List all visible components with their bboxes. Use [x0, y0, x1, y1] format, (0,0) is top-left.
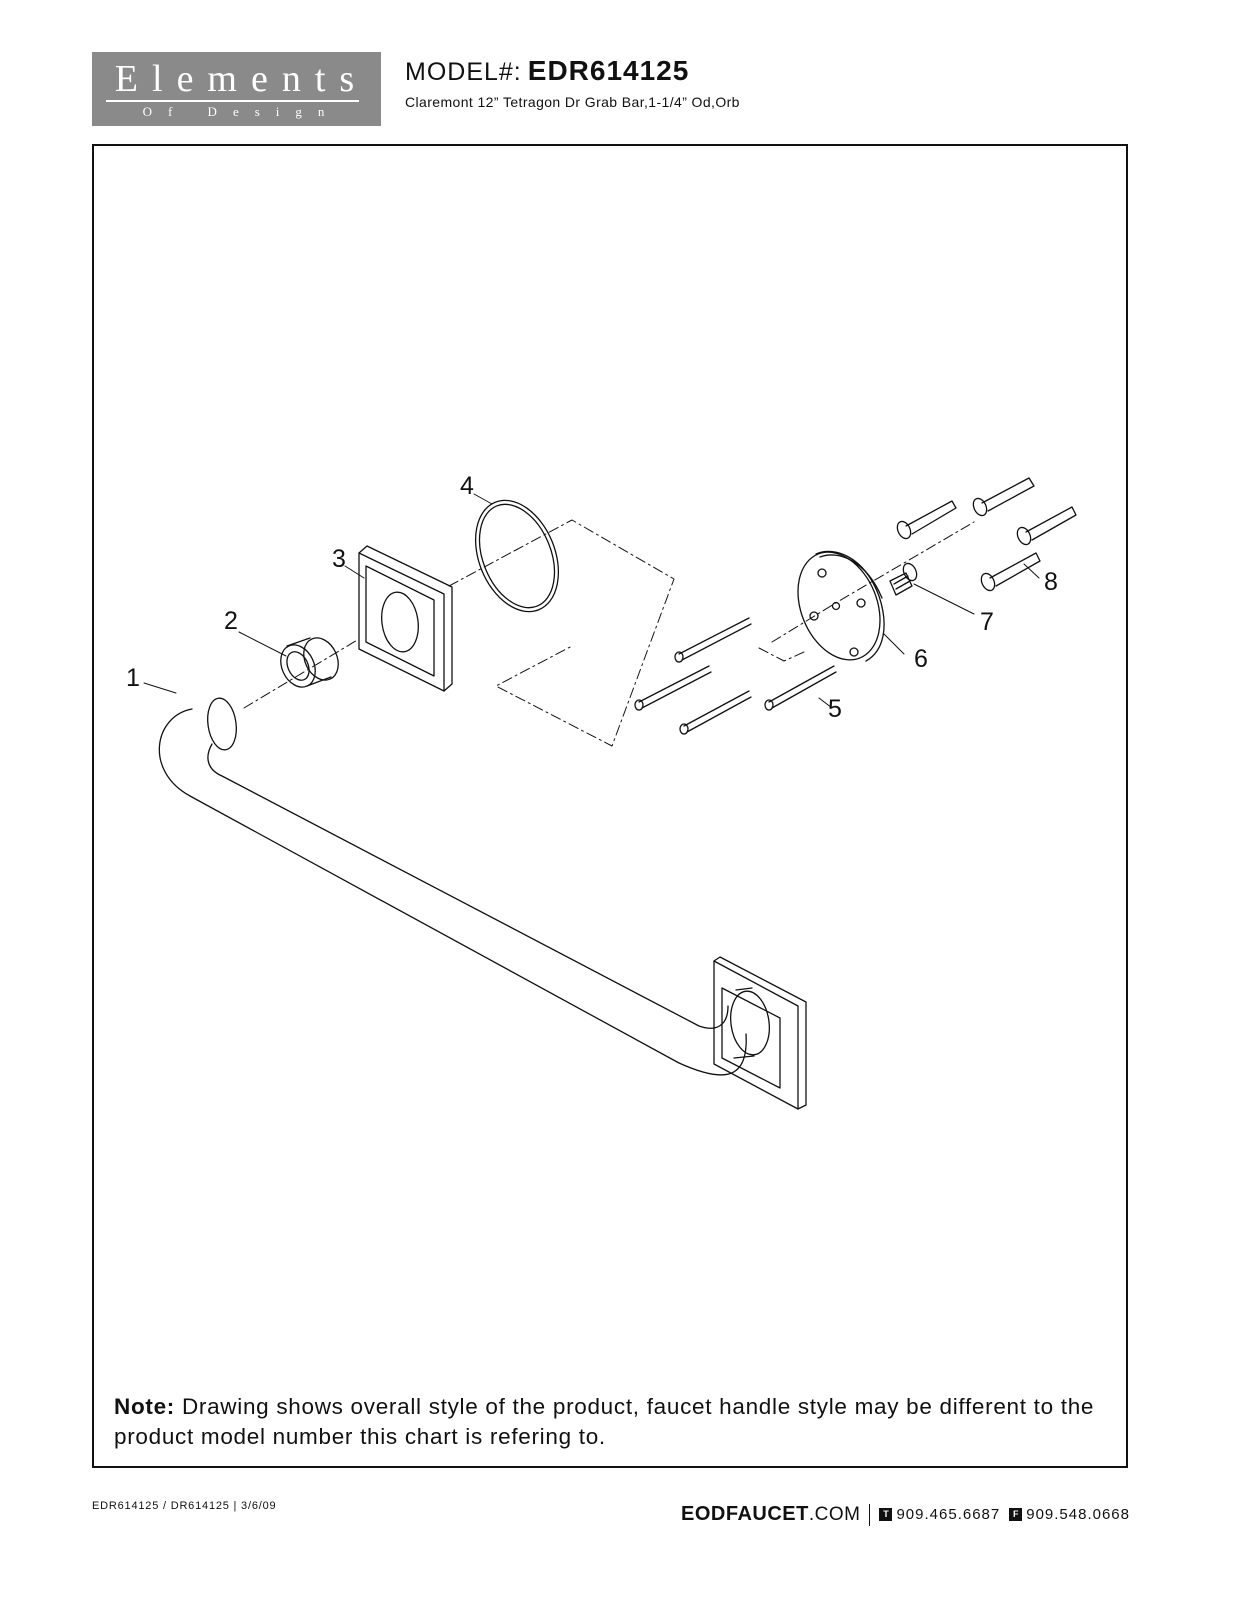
- callout-4: 4: [460, 472, 474, 500]
- brand-name: Elements: [114, 58, 369, 100]
- website-name: EODFAUCET: [681, 1503, 809, 1525]
- fax-icon: F: [1009, 1508, 1023, 1521]
- product-description: Claremont 12” Tetragon Dr Grab Bar,1-1/4…: [405, 94, 740, 110]
- note-label: Note:: [114, 1394, 175, 1419]
- fax-number: 909.548.0668: [1026, 1506, 1130, 1523]
- contact-footer: EODFAUCET.COM T 909.465.6687 F 909.548.0…: [681, 1503, 1130, 1526]
- phone-number: 909.465.6687: [896, 1506, 1001, 1523]
- right-flange-assembled: [713, 956, 807, 1110]
- footer-separator: [869, 1503, 871, 1526]
- exploded-parts-diagram: 1 2 3 4 5 6 7 8: [126, 472, 1077, 1110]
- logo-divider: [106, 100, 359, 102]
- part-4-o-ring: [474, 499, 560, 613]
- callout-7: 7: [980, 608, 994, 636]
- model-heading: MODEL#:EDR614125: [405, 54, 689, 89]
- part-8-wall-anchors: [896, 477, 1077, 592]
- brand-logo: Elements Of Design: [92, 52, 381, 126]
- assembly-centerlines: [243, 519, 975, 747]
- document-reference: EDR614125 / DR614125 | 3/6/09: [92, 1500, 277, 1512]
- diagram-frame: 1 2 3 4 5 6 7 8 Note: Drawing shows over…: [92, 144, 1128, 1468]
- part-6-mounting-plate: [797, 550, 885, 662]
- website-domain: .COM: [808, 1503, 861, 1525]
- part-5-screws: [634, 617, 837, 735]
- model-label: MODEL#:: [405, 58, 522, 86]
- part-7-set-screw: [889, 562, 918, 596]
- callout-2: 2: [224, 607, 238, 635]
- phone-icon: T: [879, 1508, 893, 1521]
- part-1-grab-bar: [158, 697, 755, 1076]
- part-3-square-flange: [358, 545, 453, 692]
- callout-labels: 1 2 3 4 5 6 7 8: [126, 472, 1058, 723]
- callout-leaders: [143, 493, 1040, 709]
- callout-3: 3: [332, 545, 346, 573]
- brand-tagline: Of Design: [142, 104, 341, 119]
- callout-6: 6: [914, 645, 928, 673]
- callout-1: 1: [126, 664, 140, 692]
- drawing-note: Note: Drawing shows overall style of the…: [114, 1392, 1114, 1452]
- model-number: EDR614125: [527, 55, 690, 86]
- note-text: Drawing shows overall style of the produ…: [114, 1394, 1095, 1449]
- callout-5: 5: [828, 695, 842, 723]
- part-2-collar: [280, 637, 339, 688]
- callout-8: 8: [1044, 568, 1058, 596]
